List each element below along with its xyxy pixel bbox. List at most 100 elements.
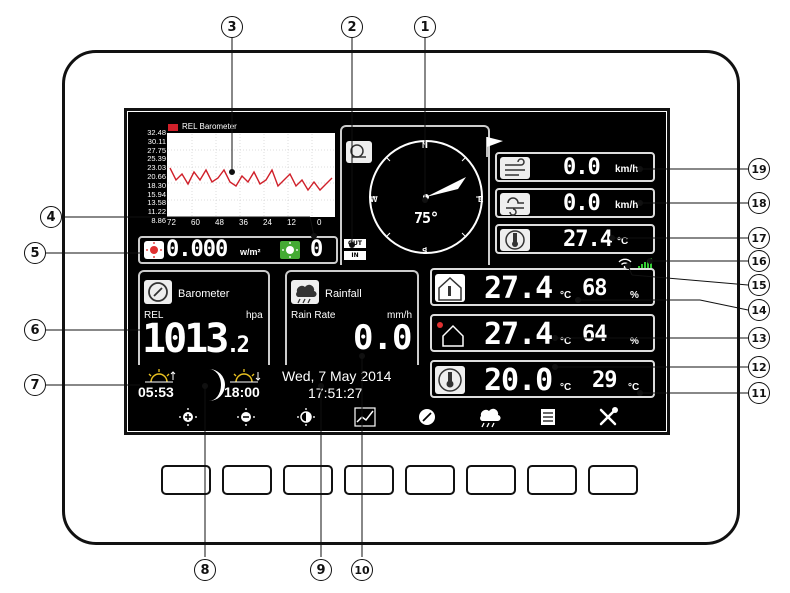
- x-tick: 0: [317, 218, 322, 227]
- rainfall-title: Rainfall: [325, 288, 362, 300]
- barometer-rel-label: REL: [144, 310, 164, 321]
- graph-icon[interactable]: [354, 407, 376, 431]
- temp-17-unit: °C: [617, 236, 629, 247]
- compass-e-label: E: [478, 195, 484, 204]
- barometer-trend-line: [169, 167, 333, 192]
- sunrise-icon: [145, 368, 176, 388]
- wind-icon: [500, 157, 530, 179]
- hardware-button-2[interactable]: [222, 465, 272, 495]
- hardware-button-1[interactable]: [161, 465, 211, 495]
- time-display: 17:51:27: [308, 385, 363, 401]
- rain-cloud-icon: [291, 280, 319, 304]
- callout-14: 14: [748, 299, 770, 321]
- graph-legend: REL Barometer: [182, 122, 237, 131]
- gust-speed-value: 0.0: [563, 191, 601, 216]
- rain-softkey-icon[interactable]: [476, 405, 501, 431]
- indoor-humidity-unit: %: [630, 336, 639, 347]
- callout-1: 1: [414, 16, 436, 38]
- callout-9: 9: [310, 559, 332, 581]
- y-tick: 8.86: [151, 216, 166, 225]
- gust-speed-unit: km/h: [615, 200, 639, 211]
- callout-3: 3: [221, 16, 243, 38]
- outdoor-humidity-value: 68: [582, 276, 607, 301]
- callout-6: 6: [24, 319, 46, 341]
- temp-17-value: 27.4: [563, 227, 613, 252]
- x-tick: 12: [287, 218, 296, 227]
- gust-speed-readout: 0.0 km/h: [495, 188, 655, 218]
- rain-rate-value: 0.0: [353, 318, 412, 358]
- callout-15: 15: [748, 274, 770, 296]
- hardware-button-3[interactable]: [283, 465, 333, 495]
- uv-icon: [280, 241, 300, 259]
- x-tick: 36: [239, 218, 248, 227]
- dew-point-value: 29: [592, 368, 617, 393]
- y-tick: 25.39: [147, 154, 166, 164]
- graph-x-ticks: 72 60 48 36 24 12 0: [167, 218, 335, 230]
- hardware-button-7[interactable]: [527, 465, 577, 495]
- rain-rate-label: Rain Rate: [291, 310, 336, 321]
- outdoor-humidity-unit: %: [630, 290, 639, 301]
- out-indicator: OUT: [344, 239, 366, 248]
- compass-s-label: S: [422, 247, 428, 256]
- wind-speed-readout: 0.0 km/h: [495, 152, 655, 182]
- barometer-value: 1013.2: [142, 316, 250, 362]
- sunset-icon: [230, 368, 261, 388]
- outdoor-house-icon: [435, 274, 465, 302]
- thermometer-icon: [500, 229, 530, 251]
- barometer-graph: REL Barometer 32.48 30.11 27.75 25.39 23…: [140, 122, 345, 232]
- outdoor-temp-value: 27.4: [484, 271, 553, 306]
- indoor-temp-value: 27.4: [484, 317, 553, 352]
- callout-5: 5: [24, 242, 46, 264]
- solar-unit: w/m²: [240, 247, 261, 257]
- indoor-house-icon: [435, 320, 465, 348]
- rain-rate-unit: mm/h: [387, 310, 412, 321]
- y-tick: 23.03: [147, 163, 166, 173]
- callout-8: 8: [194, 559, 216, 581]
- wind-degrees: 75°: [414, 209, 439, 227]
- y-tick: 18.30: [147, 180, 166, 190]
- barometer-title: Barometer: [178, 288, 230, 300]
- softkey-icon-bar: [128, 403, 666, 431]
- x-tick: 60: [191, 218, 200, 227]
- indoor-temp-humidity-row: 27.4 °C 64 %: [430, 314, 655, 352]
- barometer-value-dec: .2: [226, 333, 249, 358]
- barometer-unit: hpa: [246, 310, 263, 321]
- callout-2: 2: [341, 16, 363, 38]
- outdoor-temp-humidity-row: 27.4 °C 68 %: [430, 268, 655, 306]
- y-tick: 30.11: [147, 136, 166, 146]
- callout-18: 18: [748, 192, 770, 214]
- wind-direction-arrow: [426, 177, 466, 197]
- sun-plus-icon[interactable]: [178, 407, 198, 431]
- hardware-button-8[interactable]: [588, 465, 638, 495]
- wind-speed-unit: km/h: [615, 164, 639, 175]
- graph-svg: [168, 134, 334, 216]
- hardware-button-4[interactable]: [344, 465, 394, 495]
- feels-like-value: 20.0: [484, 363, 553, 398]
- outdoor-temp-unit: °C: [560, 290, 572, 301]
- hardware-button-6[interactable]: [466, 465, 516, 495]
- wind-compass-panel: N E S W 75° OUT IN: [340, 125, 503, 265]
- y-tick: 27.75: [147, 145, 166, 155]
- callout-10: 10: [351, 559, 373, 581]
- x-tick: 72: [167, 218, 176, 227]
- barometer-icon: [144, 280, 172, 304]
- tools-icon[interactable]: [598, 407, 620, 431]
- y-tick: 11.22: [147, 207, 166, 217]
- brightness-icon[interactable]: [296, 407, 316, 431]
- callout-11: 11: [748, 382, 770, 404]
- sunrise-time: 05:53: [138, 384, 174, 400]
- list-icon[interactable]: [538, 407, 558, 431]
- feels-like-dew-point-row: 20.0 °C 29 °C: [430, 360, 655, 398]
- graph-plot-area: [167, 133, 335, 217]
- callout-4: 4: [40, 206, 62, 228]
- barometer-softkey-icon[interactable]: [416, 407, 438, 431]
- sun-minus-icon[interactable]: [236, 407, 256, 431]
- solar-icon: [144, 241, 164, 259]
- temperature-17-readout: 27.4 °C: [495, 224, 655, 254]
- hardware-button-5[interactable]: [405, 465, 455, 495]
- y-tick: 13.58: [147, 198, 166, 208]
- feels-like-icon: [435, 366, 465, 394]
- y-tick: 15.94: [147, 189, 166, 199]
- callout-12: 12: [748, 356, 770, 378]
